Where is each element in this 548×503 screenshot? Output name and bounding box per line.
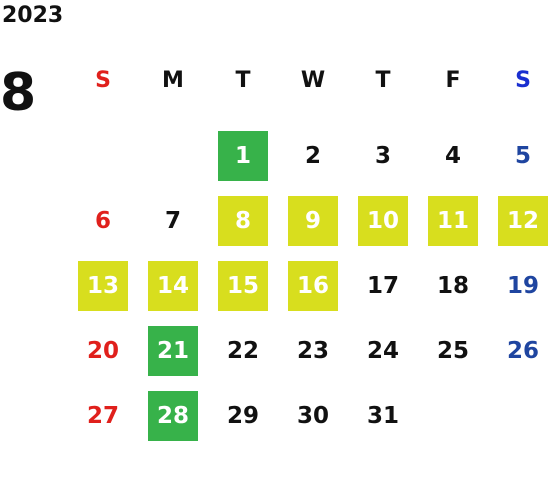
weekday-header-friday: F xyxy=(445,68,461,93)
day-cell: 26 xyxy=(488,318,548,383)
day-cell: 23 xyxy=(278,318,348,383)
day-number: 24 xyxy=(366,337,399,364)
day-cell: 31 xyxy=(348,383,418,448)
day-cell: 18 xyxy=(418,253,488,318)
day-cell: 12 xyxy=(488,188,548,253)
day-cell: 27 xyxy=(68,383,138,448)
day-cell: 2 xyxy=(278,123,348,188)
day-cell: 5 xyxy=(488,123,548,188)
weekday-header-saturday: S xyxy=(515,68,531,93)
day-cell: 13 xyxy=(68,253,138,318)
day-cell xyxy=(138,123,208,188)
day-number: 2 xyxy=(304,142,321,169)
weekday-header-monday: M xyxy=(162,68,184,93)
day-cell: 14 xyxy=(138,253,208,318)
day-cell: 1 xyxy=(208,123,278,188)
day-cell: 9 xyxy=(278,188,348,253)
day-number: 16 xyxy=(288,260,338,311)
day-number: 12 xyxy=(498,195,548,246)
day-cell: 4 xyxy=(418,123,488,188)
day-number: 1 xyxy=(218,130,268,181)
month-number: 8 xyxy=(0,63,37,123)
day-cell: 15 xyxy=(208,253,278,318)
day-cell: 20 xyxy=(68,318,138,383)
day-number: 17 xyxy=(366,272,399,299)
day-number: 30 xyxy=(296,402,329,429)
day-cell: 24 xyxy=(348,318,418,383)
day-cell: 10 xyxy=(348,188,418,253)
day-cell: 8 xyxy=(208,188,278,253)
day-cell: 29 xyxy=(208,383,278,448)
year-label: 2023 xyxy=(2,3,64,28)
day-number: 19 xyxy=(506,272,539,299)
day-number: 28 xyxy=(148,390,198,441)
empty-day xyxy=(78,131,128,181)
day-number: 4 xyxy=(444,142,461,169)
day-number: 25 xyxy=(436,337,469,364)
day-cell: 21 xyxy=(138,318,208,383)
weekday-header-sunday: S xyxy=(95,68,111,93)
day-number: 9 xyxy=(288,195,338,246)
day-number: 18 xyxy=(436,272,469,299)
day-number: 15 xyxy=(218,260,268,311)
day-number: 22 xyxy=(226,337,259,364)
day-cell: 30 xyxy=(278,383,348,448)
empty-day xyxy=(428,391,478,441)
day-cell: 3 xyxy=(348,123,418,188)
day-number: 31 xyxy=(366,402,399,429)
day-number: 3 xyxy=(374,142,391,169)
day-number: 7 xyxy=(164,207,181,234)
day-number: 26 xyxy=(506,337,539,364)
day-number: 23 xyxy=(296,337,329,364)
day-cell: 16 xyxy=(278,253,348,318)
weekday-header-wednesday: W xyxy=(300,68,326,93)
day-number: 20 xyxy=(86,337,119,364)
weekday-header-thursday: T xyxy=(375,68,391,93)
day-cell: 6 xyxy=(68,188,138,253)
day-number: 14 xyxy=(148,260,198,311)
day-cell xyxy=(488,383,548,448)
day-number: 6 xyxy=(94,207,111,234)
day-number: 10 xyxy=(358,195,408,246)
day-cell: 17 xyxy=(348,253,418,318)
day-cell: 19 xyxy=(488,253,548,318)
day-number: 29 xyxy=(226,402,259,429)
empty-day xyxy=(498,391,548,441)
day-cell: 7 xyxy=(138,188,208,253)
day-number: 27 xyxy=(86,402,119,429)
day-number: 11 xyxy=(428,195,478,246)
day-cell xyxy=(418,383,488,448)
day-number: 8 xyxy=(218,195,268,246)
weekday-header-tuesday: T xyxy=(235,68,251,93)
day-cell: 22 xyxy=(208,318,278,383)
day-cell: 25 xyxy=(418,318,488,383)
day-number: 5 xyxy=(514,142,531,169)
day-number: 21 xyxy=(148,325,198,376)
day-cell: 11 xyxy=(418,188,488,253)
day-cell xyxy=(68,123,138,188)
day-cell: 28 xyxy=(138,383,208,448)
empty-day xyxy=(148,131,198,181)
day-number: 13 xyxy=(78,260,128,311)
